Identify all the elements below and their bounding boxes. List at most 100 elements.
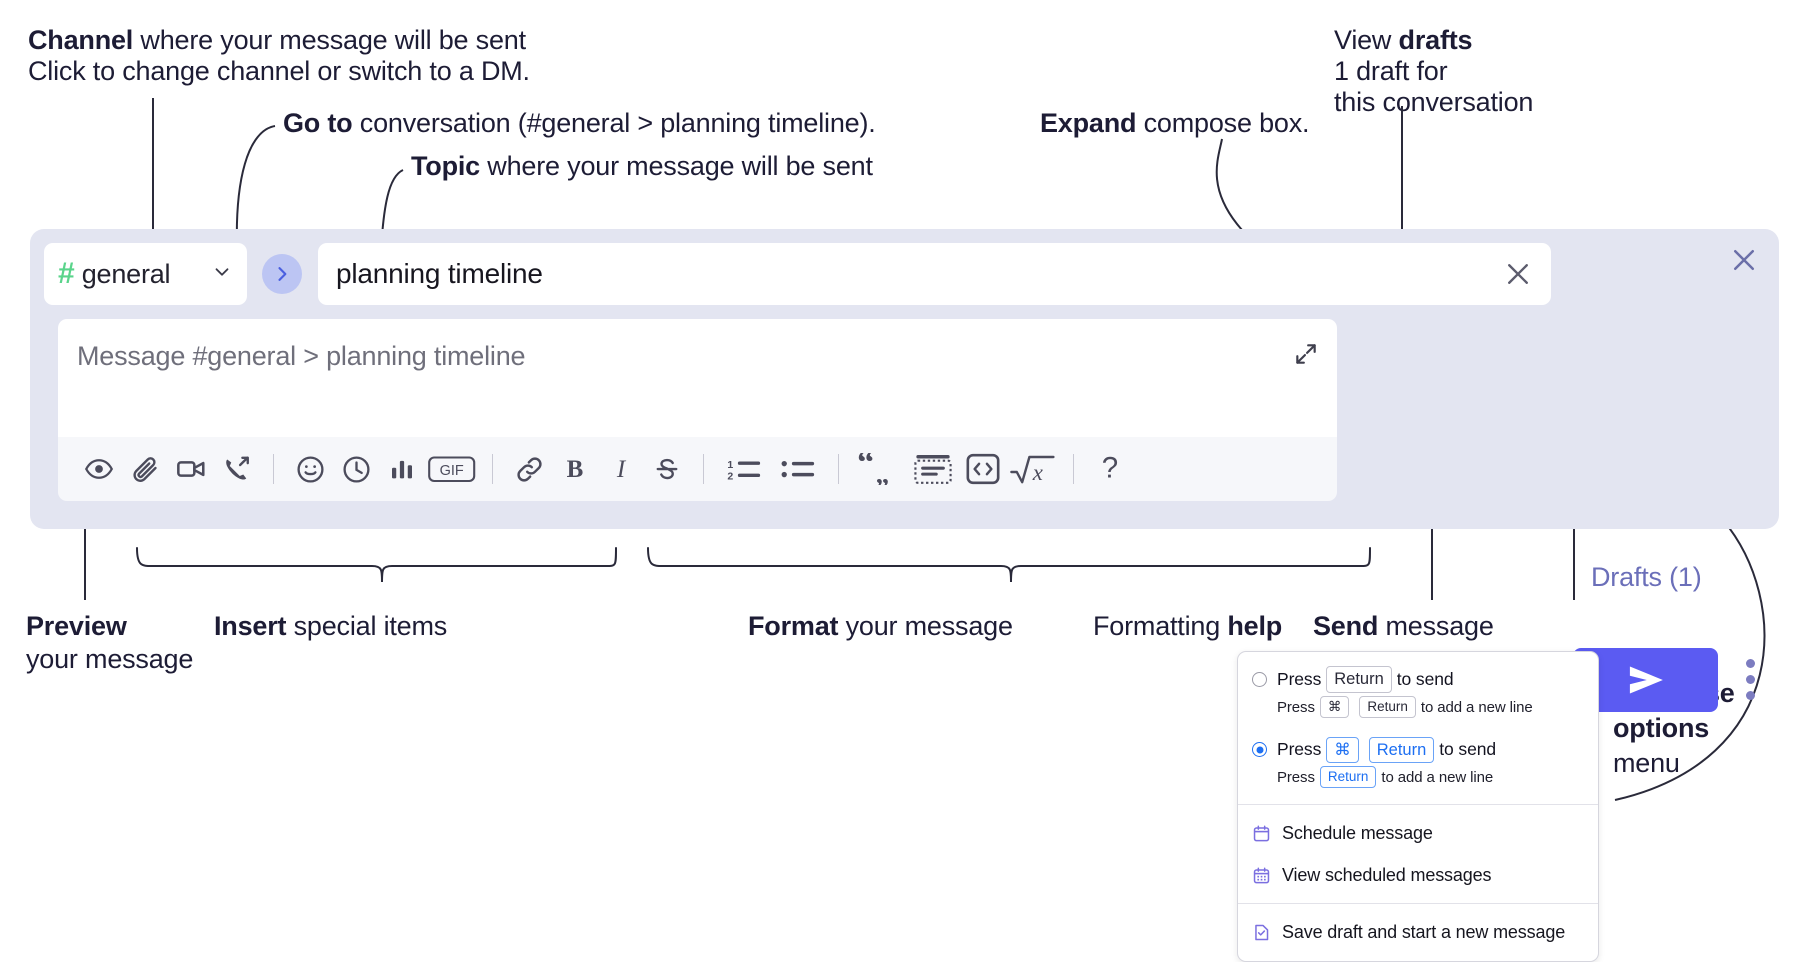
toolbar-separator <box>838 454 839 484</box>
chevron-right-icon <box>278 267 287 281</box>
message-input[interactable]: Message #general > planning timeline <box>58 319 1337 437</box>
inline-code-icon[interactable] <box>960 446 1006 492</box>
annotation-drafts-sub1: 1 draft for <box>1334 56 1448 86</box>
sub-pre: Press <box>1277 768 1315 786</box>
bold-icon[interactable]: B <box>552 446 598 492</box>
key-return: Return <box>1368 736 1435 763</box>
annotation-goto-rest: conversation (#general > planning timeli… <box>352 108 876 138</box>
menu-item-save-draft[interactable]: Save draft and start a new message <box>1238 911 1598 953</box>
toolbar-separator <box>273 454 274 484</box>
annotation-format-rest: your message <box>838 611 1013 641</box>
code-block-icon[interactable] <box>906 446 960 492</box>
menu-divider <box>1238 903 1598 905</box>
channel-selector[interactable]: # general <box>44 243 247 305</box>
phone-forward-icon[interactable] <box>214 446 260 492</box>
key-return: Return <box>1359 696 1416 719</box>
annotation-insert: Insert special items <box>214 608 447 645</box>
annotation-insert-rest: special items <box>286 611 448 641</box>
annotation-goto-bold: Go to <box>283 108 353 138</box>
italic-icon[interactable]: I <box>598 446 644 492</box>
topic-input[interactable]: planning timeline <box>318 243 1551 305</box>
menu-item-schedule-message[interactable]: Schedule message <box>1238 812 1598 854</box>
key-command: ⌘ <box>1319 696 1350 719</box>
emoji-icon[interactable] <box>287 446 333 492</box>
annotation-channel: Channel where your message will be sent <box>28 22 526 59</box>
kebab-dot <box>1745 690 1755 700</box>
close-icon <box>1734 250 1754 270</box>
strikethrough-icon[interactable] <box>644 446 690 492</box>
svg-text:2: 2 <box>727 471 733 483</box>
clock-icon[interactable] <box>333 446 379 492</box>
annotation-topic-rest: where your message will be sent <box>480 151 873 181</box>
drafts-link[interactable]: Drafts (1) <box>1591 562 1702 592</box>
expand-icon <box>1296 344 1316 364</box>
compose-options-button[interactable] <box>1737 654 1763 704</box>
video-camera-icon[interactable] <box>168 446 214 492</box>
radio-sub-cmd-return-to-send: Press Return to add a new line <box>1238 763 1598 794</box>
chevron-down-icon <box>211 261 233 288</box>
menu-item-view-scheduled-messages[interactable]: View scheduled messages <box>1238 854 1598 896</box>
menu-item-label: Save draft and start a new message <box>1282 921 1566 942</box>
message-placeholder: Message #general > planning timeline <box>77 341 526 371</box>
annotation-drafts-pre: View <box>1334 25 1399 55</box>
math-icon[interactable]: x <box>1006 446 1060 492</box>
topic-value: planning timeline <box>336 258 543 289</box>
svg-text:B: B <box>567 456 584 483</box>
annotation-format-bold: Format <box>748 611 839 641</box>
menu-group-schedule: Schedule message View scheduled messages <box>1238 805 1598 903</box>
goto-conversation-button[interactable] <box>262 254 302 294</box>
svg-text:x: x <box>1032 460 1043 485</box>
annotation-expand-bold: Expand <box>1040 108 1137 138</box>
annotation-topic-bold: Topic <box>411 151 480 181</box>
compose-options-menu: Press Return to send Press ⌘ Return to a… <box>1237 651 1599 962</box>
radio-label-post: to send <box>1396 669 1454 689</box>
annotation-preview-bold: Preview <box>26 611 127 641</box>
link-icon[interactable] <box>506 446 552 492</box>
ordered-list-icon[interactable]: 1 2 <box>717 446 771 492</box>
attachment-icon[interactable] <box>122 446 168 492</box>
annotation-channel-bold: Channel <box>28 25 134 55</box>
compose-panel: # general planning timeline M <box>30 229 1779 712</box>
help-icon[interactable]: ? <box>1087 446 1133 492</box>
annotation-drafts: View drafts <box>1334 22 1473 59</box>
radio-option-return-to-send[interactable]: Press Return to send <box>1238 664 1598 693</box>
radio-sub-return-to-send: Press ⌘ Return to add a new line <box>1238 693 1598 724</box>
hash-icon: # <box>58 257 75 290</box>
menu-divider <box>1238 804 1598 806</box>
compose-inner: # general planning timeline M <box>44 243 1551 515</box>
annotation-goto: Go to conversation (#general > planning … <box>283 105 876 142</box>
annotation-send-bold: Send <box>1313 611 1379 641</box>
panel-close-button[interactable] <box>1729 245 1759 280</box>
toolbar-separator <box>492 454 493 484</box>
bar-chart-icon[interactable] <box>379 446 425 492</box>
kebab-dot <box>1745 674 1755 684</box>
formatting-toolbar: GIF B I 1 <box>58 437 1337 501</box>
svg-text:I: I <box>616 456 627 483</box>
svg-text:1: 1 <box>727 459 733 471</box>
annotation-help-pre: Formatting <box>1093 611 1228 641</box>
gif-icon[interactable]: GIF <box>425 446 479 492</box>
svg-text:“: “ <box>857 453 874 482</box>
annotation-expand-rest: compose box. <box>1136 108 1310 138</box>
annotation-format: Format your message <box>748 608 1013 645</box>
annotation-help-bold: help <box>1227 611 1283 641</box>
preview-icon[interactable] <box>76 446 122 492</box>
annotation-topic: Topic where your message will be sent <box>411 148 873 185</box>
annotation-channel-sub: Click to change channel or switch to a D… <box>28 56 530 86</box>
toolbar-separator <box>1073 454 1074 484</box>
radio-option-cmd-return-to-send[interactable]: Press ⌘ Return to send <box>1238 734 1598 763</box>
svg-text:GIF: GIF <box>440 463 464 479</box>
annotation-preview: Preview <box>26 608 127 645</box>
annotation-help: Formatting help <box>1093 608 1282 645</box>
annotation-drafts-sub2: this conversation <box>1334 87 1534 117</box>
expand-compose-button[interactable] <box>1293 341 1319 372</box>
compose-header-row: # general planning timeline <box>44 243 1551 305</box>
annotation-compose-options-l3: menu <box>1613 748 1680 778</box>
bulleted-list-icon[interactable] <box>771 446 825 492</box>
annotation-send: Send message <box>1313 608 1494 645</box>
send-shortcut-options: Press Return to send Press ⌘ Return to a… <box>1238 652 1598 804</box>
sub-pre: Press <box>1277 698 1315 716</box>
blockquote-icon[interactable]: “ „ <box>852 446 906 492</box>
topic-clear-button[interactable] <box>1503 259 1533 289</box>
